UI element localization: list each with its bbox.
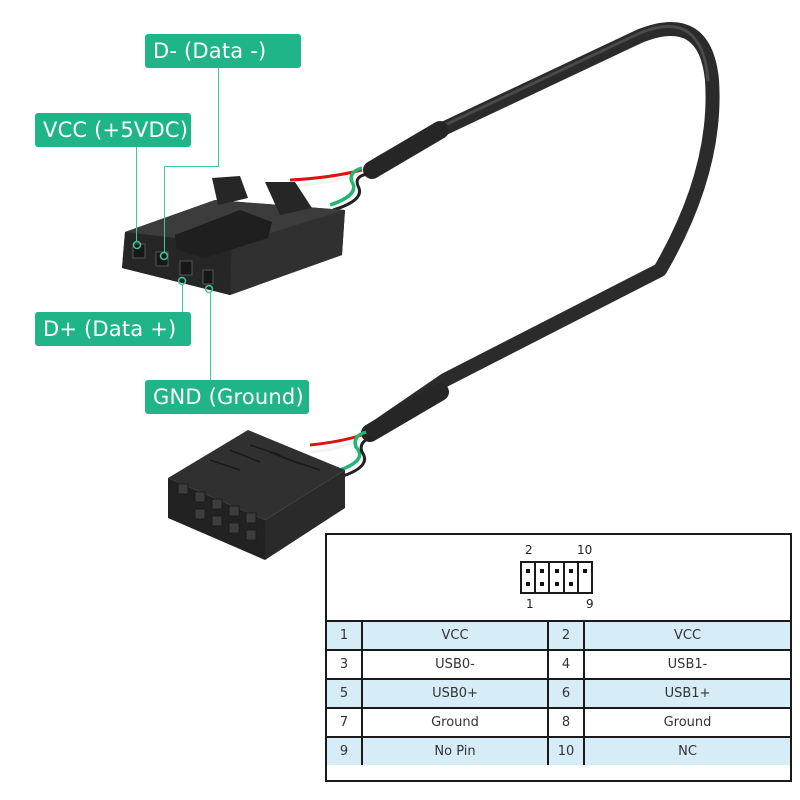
label-d-minus: D- (Data -) xyxy=(145,34,301,68)
pin-label-top-left: 2 xyxy=(525,543,533,557)
pin-number: 9 xyxy=(327,736,363,765)
leader-line-d-minus xyxy=(218,68,219,166)
leader-line-vcc xyxy=(136,147,137,242)
pin-signal: Ground xyxy=(361,707,549,738)
pin-number: 8 xyxy=(547,707,585,738)
leader-line-d-plus xyxy=(182,285,183,315)
cable-jacket xyxy=(368,22,720,435)
ten-pin-connector xyxy=(168,430,345,560)
table-row: 7 Ground 8 Ground xyxy=(327,707,790,738)
pin-number: 10 xyxy=(547,736,585,765)
table-row: 3 USB0- 4 USB1- xyxy=(327,649,790,680)
pin-signal: USB1+ xyxy=(583,678,790,709)
pin-label-bottom-right: 9 xyxy=(586,597,594,611)
leader-line-gnd xyxy=(210,293,211,381)
four-pin-connector xyxy=(122,176,345,295)
label-d-plus: D+ (Data +) xyxy=(35,312,191,346)
pin-label-top-right: 10 xyxy=(577,543,593,557)
pin-signal: VCC xyxy=(361,622,549,651)
pin-number: 7 xyxy=(327,707,363,738)
table-row: 1 VCC 2 VCC xyxy=(327,622,790,651)
pin-number: 6 xyxy=(547,678,585,709)
pin-number: 2 xyxy=(547,622,585,651)
pin-number: 3 xyxy=(327,649,363,680)
pin-signal: USB0- xyxy=(361,649,549,680)
table-row: 5 USB0+ 6 USB1+ xyxy=(327,678,790,709)
pin-number: 1 xyxy=(327,622,363,651)
leader-line-d-minus xyxy=(164,166,219,167)
pin-label-bottom-left: 1 xyxy=(526,597,534,611)
pin-signal: No Pin xyxy=(361,736,549,765)
pin-number: 4 xyxy=(547,649,585,680)
label-gnd: GND (Ground) xyxy=(145,380,309,414)
pin-diagram: 2 10 1 9 xyxy=(327,535,790,622)
label-vcc: VCC (+5VDC) xyxy=(35,113,191,147)
leader-line-d-minus xyxy=(164,166,165,253)
pin-number: 5 xyxy=(327,678,363,709)
pin-signal: NC xyxy=(583,736,790,765)
pin-header-grid xyxy=(520,561,593,594)
pin-table: 1 VCC 2 VCC 3 USB0- 4 USB1- 5 USB0+ 6 US… xyxy=(327,622,790,765)
pin-signal: USB0+ xyxy=(361,678,549,709)
pin-signal: USB1- xyxy=(583,649,790,680)
pin-signal: Ground xyxy=(583,707,790,738)
pinout-table: 2 10 1 9 1 VCC 2 VCC 3 USB0- 4 USB1- 5 U… xyxy=(325,533,792,782)
pin-signal: VCC xyxy=(583,622,790,651)
table-row: 9 No Pin 10 NC xyxy=(327,736,790,765)
